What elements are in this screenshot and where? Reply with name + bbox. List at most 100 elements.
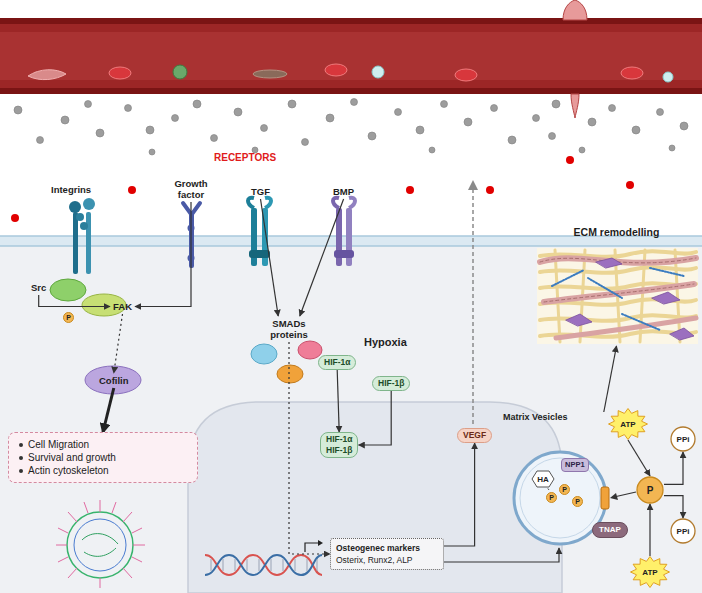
blood-vessel-part — [0, 32, 702, 80]
bigp-outline-shape — [637, 477, 663, 503]
ligand-dots-part — [486, 186, 494, 194]
connector-arrow — [103, 388, 114, 432]
ligand-dots-part — [566, 156, 574, 164]
node-text: Actin cytoskeleton — [17, 464, 189, 477]
node-text: HIF-1β — [378, 378, 404, 389]
plasma-particles-part — [508, 136, 516, 144]
receptor-label: Growth factor — [164, 176, 218, 202]
plasma-particles-part — [395, 109, 402, 116]
connector-arrow — [664, 496, 683, 518]
node-text: TGF — [251, 186, 270, 197]
dna-helix-part — [305, 543, 320, 552]
vegf-secretion-arrow-part — [472, 188, 474, 424]
blood-vessel-part — [325, 64, 347, 76]
plasma-particles-part — [579, 147, 585, 153]
ecm-illustration — [537, 248, 698, 344]
node-text: SMADs proteins — [265, 318, 313, 340]
node-text: FAK — [113, 301, 132, 312]
connector-arrow — [444, 548, 559, 562]
phospho-tag: P — [546, 492, 557, 503]
connector-arrow — [604, 346, 617, 412]
node-text: HA — [537, 475, 549, 484]
node-text: Cofilin — [99, 375, 129, 386]
circ-outline-shape — [671, 427, 695, 451]
protein-label: FAK — [110, 299, 135, 314]
cell-membrane-part — [0, 246, 702, 593]
matrix-vesicle-part — [520, 458, 600, 538]
protein-label: Cofilin — [96, 373, 132, 388]
tgf-receptor — [248, 198, 271, 266]
plasma-particles-part — [549, 133, 556, 140]
blood-vessel-part — [0, 18, 702, 94]
nucleus-part — [188, 402, 562, 593]
tgf-receptor-part — [248, 198, 254, 208]
factor-pill: HIF-1α — [318, 355, 356, 370]
connector-arrow — [39, 295, 110, 307]
node-text: HIF-1α — [324, 357, 350, 368]
dna-helix-part — [205, 555, 322, 575]
ppi-circle: PPi — [670, 518, 696, 544]
plasma-particles-part — [149, 149, 155, 155]
plasma-particles-part — [533, 115, 540, 122]
protein-label: Src — [28, 280, 49, 295]
cell-membrane — [0, 236, 702, 593]
blood-vessel-part — [173, 65, 187, 79]
ligand-dots-part — [11, 214, 19, 222]
star-outline-shape — [631, 557, 670, 588]
connector-arrow — [444, 443, 475, 546]
node-text: Osterix, Runx2, ALP — [336, 554, 438, 566]
node-text: Src — [31, 282, 46, 293]
node-text: PPi — [677, 435, 690, 444]
node-text: Cell Migration — [17, 438, 189, 451]
ecm-region: ECM remodelling — [535, 226, 698, 346]
integrin-receptor-part — [76, 213, 84, 221]
bmp-receptor-part — [349, 198, 355, 208]
star-outline-shape — [609, 409, 648, 440]
smad-proteins-part — [298, 341, 322, 359]
plasma-particles-part — [588, 118, 596, 126]
blood-vessel-part — [571, 94, 579, 118]
complex-pill: HIF-1αHIF-1β — [320, 432, 358, 458]
marker-box: Osteogenec markersOsterix, Runx2, ALP — [330, 538, 444, 570]
plasma-particles-part — [261, 125, 268, 132]
blood-vessel-part — [28, 70, 66, 80]
plasma-particles-part — [669, 145, 675, 151]
node-text: VEGF — [463, 430, 486, 441]
node-text: TNAP — [599, 525, 621, 535]
connector-arrow — [300, 199, 344, 316]
bmp-receptor-part — [334, 250, 354, 258]
plasma-particles-part — [14, 106, 22, 114]
ligand-dots-part — [406, 186, 414, 194]
matrix-vesicle-part — [610, 493, 618, 500]
plasma-particles-part — [288, 100, 296, 108]
connector-arrow — [337, 370, 339, 432]
plasma-particles-part — [37, 137, 44, 144]
vegf-secretion-arrow — [468, 180, 478, 424]
ligand-dots-part — [128, 186, 136, 194]
ligand-dots-part — [626, 181, 634, 189]
node-text: HIF-1α — [326, 434, 352, 445]
node-text: PPi — [677, 527, 690, 536]
enzyme-box: NPP1 — [561, 458, 589, 472]
plasma-particles-part — [326, 114, 334, 122]
protein-label: SMADs proteins — [262, 316, 316, 342]
atp-burst: ATP — [630, 556, 670, 588]
plasma-particles-part — [429, 147, 435, 153]
phosphate-circle: P — [636, 476, 664, 504]
smad-proteins — [251, 341, 322, 383]
plasma-particles-part — [211, 135, 218, 142]
blood-vessel-part — [372, 66, 384, 78]
actin-cytoskeleton-part — [56, 500, 145, 588]
integrin-receptor-part — [73, 212, 78, 274]
receptor-label: BMP — [330, 184, 357, 199]
plasma-particles-part — [61, 116, 69, 124]
actin-cytoskeleton-part — [74, 519, 126, 571]
phospho-tag: P — [572, 496, 583, 507]
blood-vessel-part — [663, 72, 673, 82]
factor-pill: HIF-1β — [372, 376, 410, 391]
smad-proteins-part — [251, 344, 277, 364]
outcome-box: Cell MigrationSurvival and growthActin c… — [8, 432, 198, 483]
connector-arrow — [359, 391, 392, 445]
